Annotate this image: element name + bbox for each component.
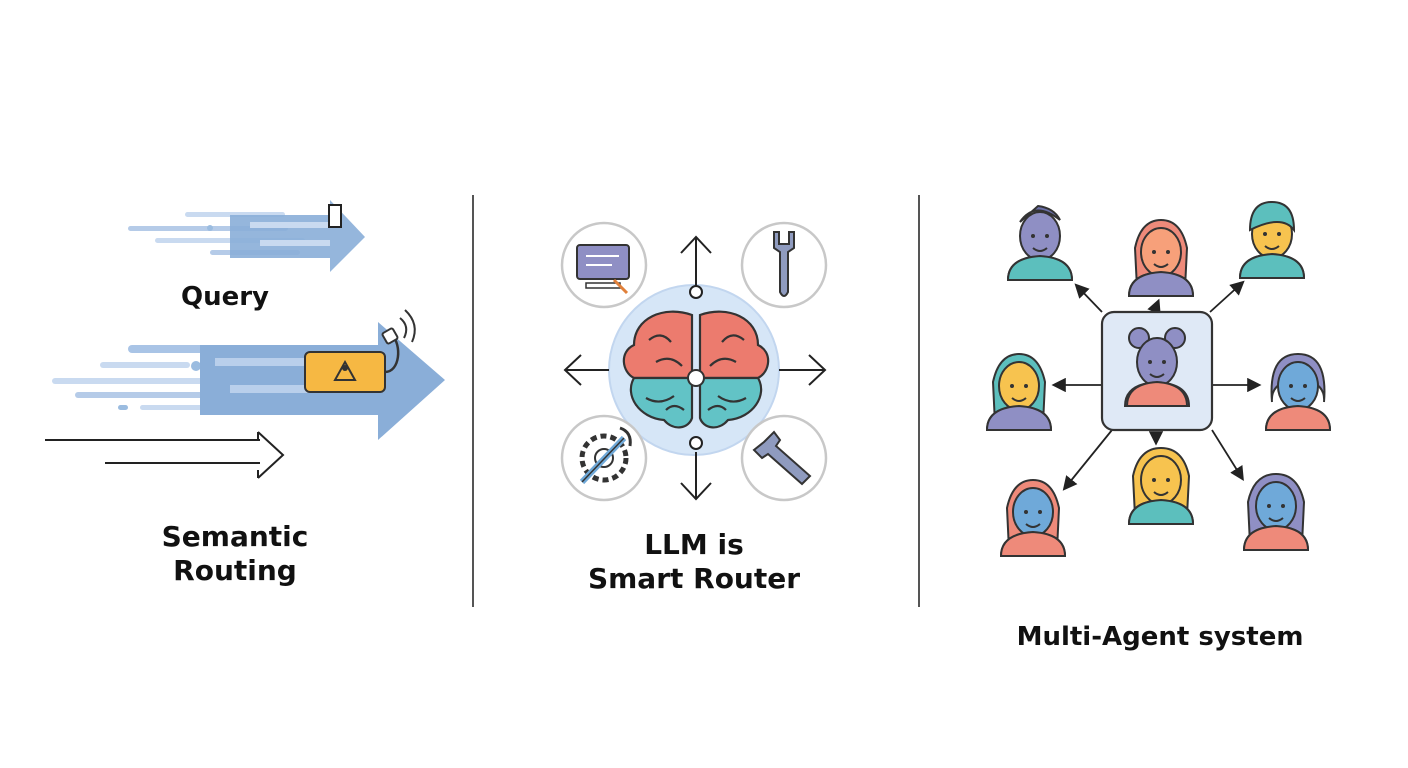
divider-right	[918, 195, 920, 607]
agent-avatar-icon	[1127, 446, 1195, 525]
llm-router-graphic	[560, 221, 828, 502]
llm-router-title-line1: LLM is	[644, 528, 744, 561]
llm-router-title-line2: Smart Router	[587, 561, 801, 595]
gear-wrench-icon	[560, 414, 648, 502]
llm-router-title: LLM is Smart Router	[574, 528, 814, 595]
llm-router-panel: LLM is Smart Router	[474, 0, 918, 768]
big-arrow-icon	[52, 322, 445, 440]
semantic-routing-title-line1: Semantic	[161, 520, 309, 553]
agent-avatar-icon	[1264, 352, 1332, 431]
agent-connections	[1051, 280, 1262, 491]
divider-left	[472, 195, 474, 607]
central-agent-icon	[1100, 310, 1214, 432]
agent-avatar-icon	[1238, 200, 1306, 279]
multi-agent-panel: Multi-Agent system	[920, 0, 1408, 768]
agent-avatar-icon	[1242, 472, 1310, 551]
brain-icon	[622, 310, 770, 429]
query-label: Query	[180, 282, 270, 312]
multi-agent-graphic	[985, 200, 1332, 557]
agent-avatar-icon	[999, 478, 1067, 557]
multi-agent-title: Multi-Agent system	[1016, 622, 1304, 652]
direction-arrows	[563, 235, 827, 501]
agent-avatar-icon	[1127, 218, 1195, 297]
semantic-routing-graphic	[45, 200, 445, 479]
outline-arrow-icon	[45, 431, 285, 479]
agent-avatar-icon	[1006, 204, 1074, 281]
spanner-icon	[740, 414, 828, 502]
semantic-routing-panel: Query Semantic Routing	[0, 0, 470, 768]
semantic-routing-title-line2: Routing	[173, 553, 297, 587]
rfid-tag-icon	[304, 309, 416, 393]
semantic-routing-title: Semantic Routing	[120, 520, 350, 587]
agent-avatar-icon	[985, 352, 1053, 431]
wrench-icon	[740, 221, 828, 309]
monitor-icon	[560, 221, 648, 309]
door-icon	[328, 204, 342, 228]
